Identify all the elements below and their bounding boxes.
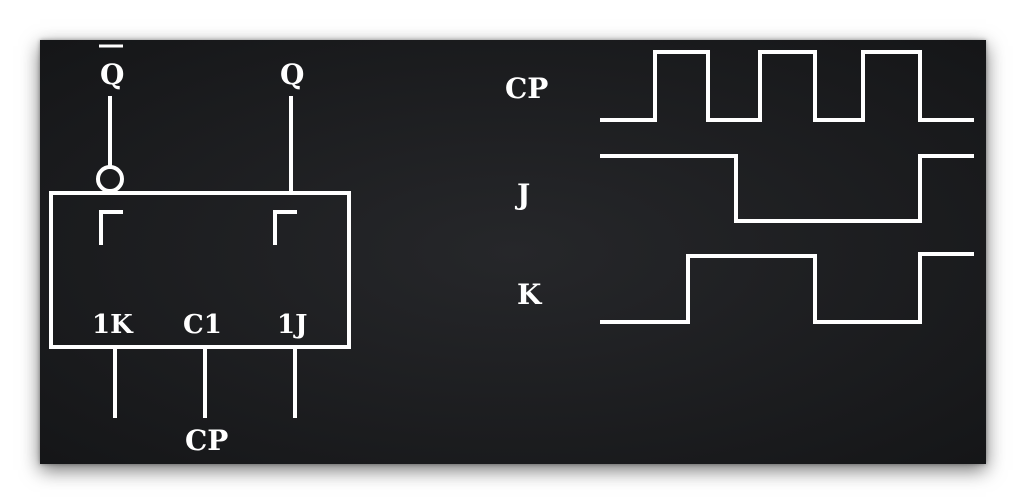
clock-pin-label: CP [185,424,228,457]
timing-diagram: CP J K [505,50,974,324]
input-label-1j: 1J [277,310,307,340]
flipflop-body [49,191,351,349]
waveform-k [600,252,974,324]
board-background [40,40,986,464]
postponed-output-indicator-left [99,210,123,245]
postponed-output-indicator-right [273,210,297,245]
input-label-c1: C1 [183,310,222,340]
input-label-1k: 1K [92,310,134,340]
diagram-canvas: Q Q 1K C1 1J CP CP J K [40,40,986,464]
inversion-bubble [96,165,124,193]
signal-label-k: K [517,278,543,311]
waveform-cp [600,50,974,122]
q-label: Q [280,58,304,91]
signal-label-j: J [514,178,530,211]
q-bar-label: Q [100,58,124,91]
signal-label-cp: CP [505,72,548,105]
waveform-j [600,154,974,223]
jk-flipflop-symbol: Q Q 1K C1 1J CP [49,44,351,457]
diagram-board: Q Q 1K C1 1J CP CP J K [40,40,986,464]
